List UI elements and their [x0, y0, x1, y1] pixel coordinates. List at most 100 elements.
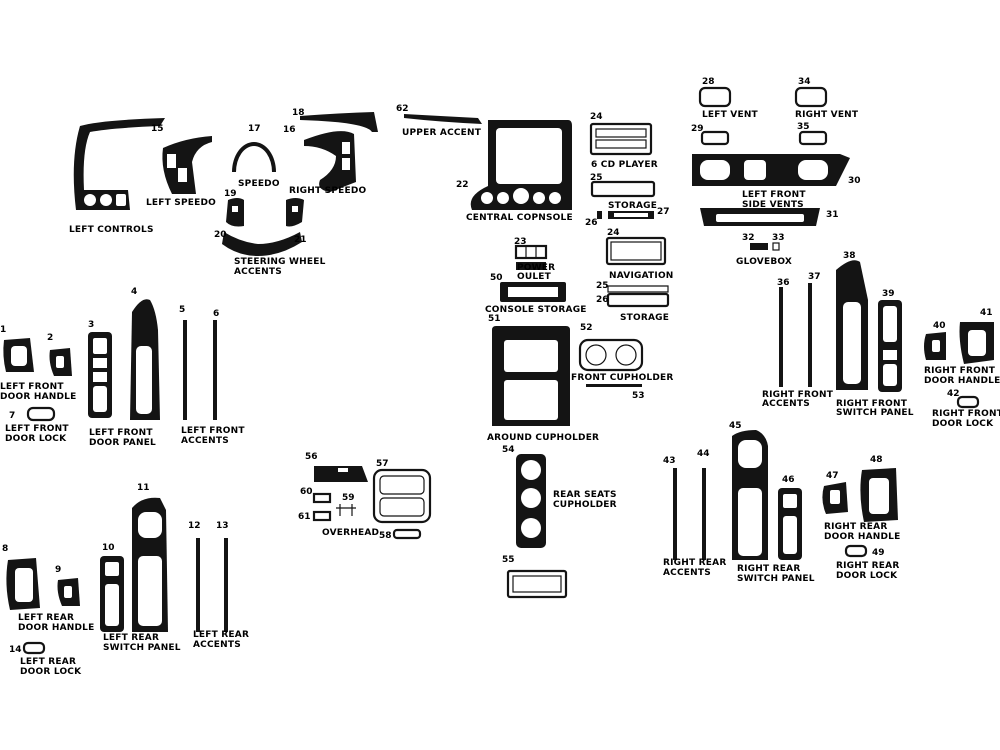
label-rf-door-lock-1: RIGHT FRONT: [932, 409, 1000, 419]
label-lf-door-handle-1: LEFT FRONT: [0, 382, 64, 392]
part-rr-switch-panel: [778, 488, 802, 560]
num-21: 21: [294, 235, 307, 245]
part-glovebox: [750, 243, 768, 250]
num-8: 8: [2, 544, 8, 554]
label-power-2: OULET: [517, 272, 552, 282]
label-side-vents-1: LEFT FRONT: [742, 190, 806, 200]
part-rf-switch-panel: [878, 300, 902, 392]
num-34: 34: [798, 77, 811, 87]
label-lr-door-lock-1: LEFT REAR: [20, 657, 76, 667]
label-rf-accents-1: RIGHT FRONT: [762, 390, 834, 400]
num-43: 43: [663, 456, 676, 466]
num-26a: 26: [585, 218, 598, 228]
label-rr-door-handle-1: RIGHT REAR: [824, 522, 887, 532]
part-storage-b: [606, 292, 670, 308]
num-39: 39: [882, 289, 895, 299]
num-51: 51: [488, 314, 501, 324]
part-36: [779, 287, 783, 387]
num-27: 27: [657, 207, 670, 217]
part-power-outlet: [514, 244, 548, 270]
label-overhead: OVERHEAD: [322, 528, 379, 538]
label-storage-b: STORAGE: [620, 313, 669, 323]
num-2: 2: [47, 333, 53, 343]
num-22: 22: [456, 180, 469, 190]
label-side-vents-2: SIDE VENTS: [742, 200, 804, 210]
label-right-speedo: RIGHT SPEEDO: [289, 186, 367, 196]
part-lr-door-panel: [132, 497, 168, 632]
part-side-vents: [692, 154, 850, 186]
num-16: 16: [283, 125, 296, 135]
label-lf-door-lock-1: LEFT FRONT: [5, 424, 69, 434]
label-lr-door-lock-2: DOOR LOCK: [20, 667, 82, 677]
num-59: 59: [342, 493, 355, 503]
part-left-vent: [698, 86, 732, 108]
num-1: 1: [0, 325, 6, 335]
num-23: 23: [514, 237, 527, 247]
label-power-1: POWER: [517, 263, 555, 273]
num-61: 61: [298, 512, 311, 522]
label-rf-accents-2: ACCENTS: [762, 399, 810, 409]
num-24b: 24: [607, 228, 620, 238]
num-56: 56: [305, 452, 318, 462]
label-right-vent: RIGHT VENT: [795, 110, 859, 120]
num-60: 60: [300, 487, 313, 497]
label-steering-1: STEERING WHEEL: [234, 257, 326, 267]
part-31: [700, 208, 820, 226]
part-rr-door-lock: [844, 544, 868, 558]
part-storage-a: [590, 180, 656, 198]
label-rf-switch-1: RIGHT FRONT: [836, 399, 908, 409]
label-lr-door-handle-2: DOOR HANDLE: [18, 623, 94, 633]
num-3: 3: [88, 320, 94, 330]
label-glovebox: GLOVEBOX: [736, 257, 792, 267]
label-left-vent: LEFT VENT: [702, 110, 759, 120]
num-5: 5: [179, 305, 185, 315]
part-rf-door-panel: [836, 260, 868, 390]
part-5: [183, 320, 187, 420]
part-steering-accents: [222, 198, 304, 256]
part-43: [673, 468, 677, 560]
num-53: 53: [632, 391, 645, 401]
label-rf-switch-2: SWITCH PANEL: [836, 408, 914, 418]
part-upper-accent: [404, 114, 482, 124]
label-rr-door-handle-2: DOOR HANDLE: [824, 532, 900, 542]
label-navigation: NAVIGATION: [609, 271, 674, 281]
part-37: [808, 283, 812, 387]
num-52: 52: [580, 323, 593, 333]
label-lf-door-handle-2: DOOR HANDLE: [0, 392, 76, 402]
label-steering-2: ACCENTS: [234, 267, 282, 277]
label-cd-player: 6 CD PLAYER: [591, 160, 658, 170]
part-lr-door-lock: [22, 641, 46, 655]
part-lf-switch-panel: [88, 332, 112, 418]
label-left-speedo: LEFT SPEEDO: [146, 198, 216, 208]
part-44: [702, 468, 706, 560]
num-46: 46: [782, 475, 795, 485]
label-console-storage: CONSOLE STORAGE: [485, 305, 587, 315]
num-37: 37: [808, 272, 821, 282]
num-62: 62: [396, 104, 409, 114]
num-14: 14: [9, 645, 22, 655]
label-lf-door-lock-2: DOOR LOCK: [5, 434, 67, 444]
num-47: 47: [826, 471, 839, 481]
part-55: [506, 569, 568, 599]
label-rf-door-handle-1: RIGHT FRONT: [924, 366, 996, 376]
num-17: 17: [248, 124, 261, 134]
num-25a: 25: [590, 173, 603, 183]
num-19: 19: [224, 189, 237, 199]
label-speedo: SPEEDO: [238, 179, 280, 189]
num-24a: 24: [590, 112, 603, 122]
num-55: 55: [502, 555, 515, 565]
label-rr-switch-2: SWITCH PANEL: [737, 574, 815, 584]
part-storage-b-strip: [607, 285, 669, 293]
num-12: 12: [188, 521, 201, 531]
label-lf-door-panel-2: DOOR PANEL: [89, 438, 156, 448]
part-lf-door-lock: [26, 406, 56, 422]
part-cd-player: [589, 122, 653, 156]
label-around-cupholder: AROUND CUPHOLDER: [487, 433, 599, 443]
num-29: 29: [691, 124, 704, 134]
label-rf-door-lock-2: DOOR LOCK: [932, 419, 994, 429]
part-18: [300, 112, 378, 132]
label-lr-door-handle-1: LEFT REAR: [18, 613, 74, 623]
num-15: 15: [151, 124, 164, 134]
